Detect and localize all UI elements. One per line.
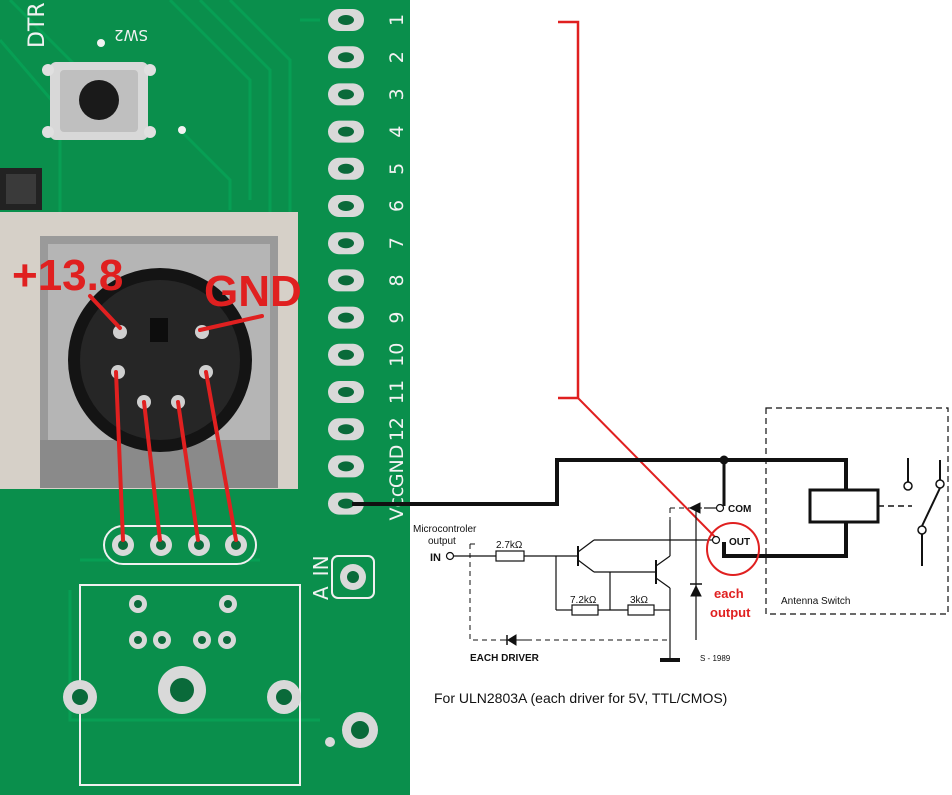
header-pad — [328, 269, 364, 292]
power-pin-label: +13.8 — [12, 251, 123, 300]
antenna-switch-label: Antenna Switch — [781, 596, 851, 607]
header-pad — [328, 306, 364, 329]
mini-din-connector: +13.8 GND — [0, 212, 302, 542]
header-pad — [328, 381, 364, 403]
caption: For ULN2803A (each driver for 5V, TTL/CM… — [434, 690, 728, 706]
header-label: 10 — [386, 343, 408, 367]
header-label: 5 — [386, 163, 408, 175]
header-label: 11 — [386, 380, 408, 404]
schematic-labels: Microcontroler output IN 2.7kΩ 7.2kΩ 3kΩ… — [413, 504, 851, 664]
push-button — [42, 62, 156, 140]
four-pin-header — [103, 525, 257, 565]
header-label: GND — [386, 445, 408, 489]
analog-input-pad — [331, 555, 375, 599]
relay-coil — [808, 488, 880, 524]
header-pad — [328, 492, 364, 515]
annotation-each: each — [714, 586, 744, 601]
r-bias1-label: 7.2kΩ — [570, 595, 597, 606]
schematic — [352, 20, 949, 662]
com-label: COM — [728, 504, 751, 515]
header-label: 2 — [386, 51, 408, 63]
dtr-label: DTR — [25, 2, 50, 48]
connector-footprint — [63, 584, 301, 786]
each-driver-label: EACH DRIVER — [470, 653, 540, 664]
input-label: IN — [430, 552, 441, 564]
header-bracket — [558, 20, 580, 400]
ground-pin-label: GND — [204, 267, 302, 316]
header-pad — [328, 46, 364, 69]
header-label: 1 — [386, 14, 408, 26]
source-label-line1: Microcontroler — [413, 524, 477, 535]
header-pad — [328, 157, 364, 180]
header-label: 12 — [386, 417, 408, 441]
annotation-output: output — [710, 605, 751, 620]
drawing-ref: S - 1989 — [700, 654, 731, 663]
header-pad — [328, 9, 364, 31]
vcc-wire — [352, 458, 848, 506]
header-label: 6 — [386, 200, 408, 212]
header-pad — [328, 418, 364, 441]
r-bias2-label: 3kΩ — [630, 595, 649, 606]
header-pad — [328, 195, 364, 217]
header-label: 7 — [386, 237, 408, 249]
pin-1-hole — [113, 325, 127, 339]
output-highlight — [706, 522, 760, 576]
header-pad — [328, 343, 364, 366]
header-pad — [328, 232, 364, 255]
source-label-line2: output — [428, 536, 456, 547]
header-pad — [328, 120, 364, 143]
header-label: 4 — [386, 126, 408, 138]
r-input-label: 2.7kΩ — [496, 540, 523, 551]
header-label: 9 — [386, 312, 408, 324]
analog-input-label: A_IN — [309, 555, 333, 600]
switch-label: SW2 — [114, 26, 148, 44]
out-label: OUT — [729, 537, 750, 548]
header-label: 8 — [386, 274, 408, 286]
antenna-switch-box — [765, 407, 949, 615]
bracket-pointer — [577, 397, 717, 539]
header-pad — [328, 455, 364, 478]
header-pad — [328, 83, 364, 106]
header-label: 3 — [386, 88, 408, 100]
